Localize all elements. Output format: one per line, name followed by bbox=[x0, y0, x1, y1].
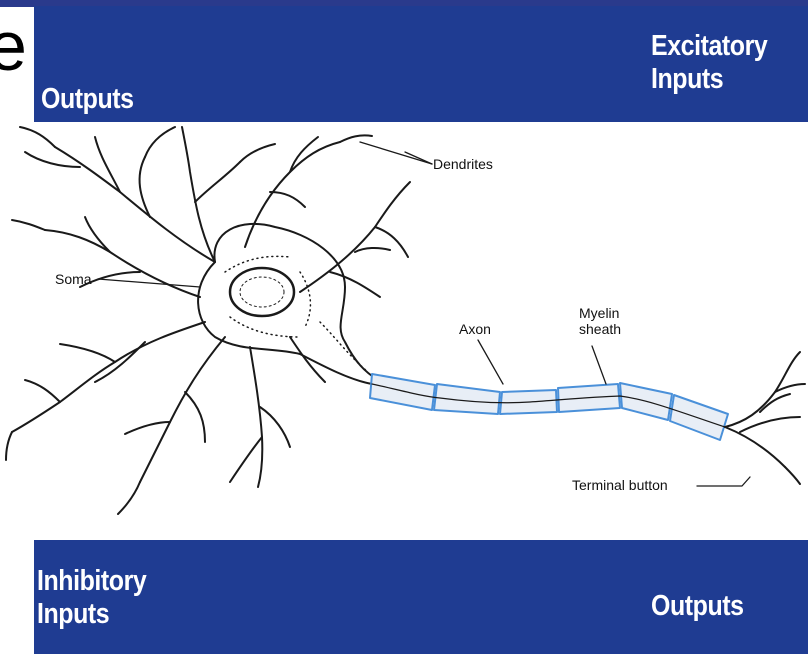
outputs-label-top: Outputs bbox=[41, 83, 134, 116]
outputs-label-bottom: Outputs bbox=[651, 590, 744, 623]
dendrites bbox=[6, 127, 410, 514]
inhibitory-inputs-label: Inhibitory Inputs bbox=[37, 565, 146, 631]
myelin-label-line2: sheath bbox=[579, 321, 621, 337]
terminal-branches bbox=[725, 352, 805, 484]
slide-title-fragment: e bbox=[0, 6, 34, 86]
leader-lines bbox=[98, 142, 750, 486]
axon-label: Axon bbox=[459, 321, 491, 337]
excitatory-inputs-label: Excitatory Inputs bbox=[651, 30, 767, 96]
soma-outline bbox=[198, 224, 378, 384]
bottom-band: Inhibitory Inputs Outputs bbox=[34, 540, 808, 654]
top-band: Outputs Excitatory Inputs bbox=[34, 6, 808, 122]
soma-label: Soma bbox=[55, 271, 92, 287]
slide-title-glyph: e bbox=[0, 6, 27, 86]
neuron-diagram: Dendrites Soma Axon Myelin sheath Termin… bbox=[0, 122, 808, 540]
dendrites-label: Dendrites bbox=[433, 156, 493, 172]
myelin-sheath bbox=[370, 374, 728, 440]
neuron-illustration: Dendrites Soma Axon Myelin sheath Termin… bbox=[0, 122, 808, 540]
myelin-label-line1: Myelin bbox=[579, 305, 619, 321]
terminal-button-label: Terminal button bbox=[572, 477, 668, 493]
